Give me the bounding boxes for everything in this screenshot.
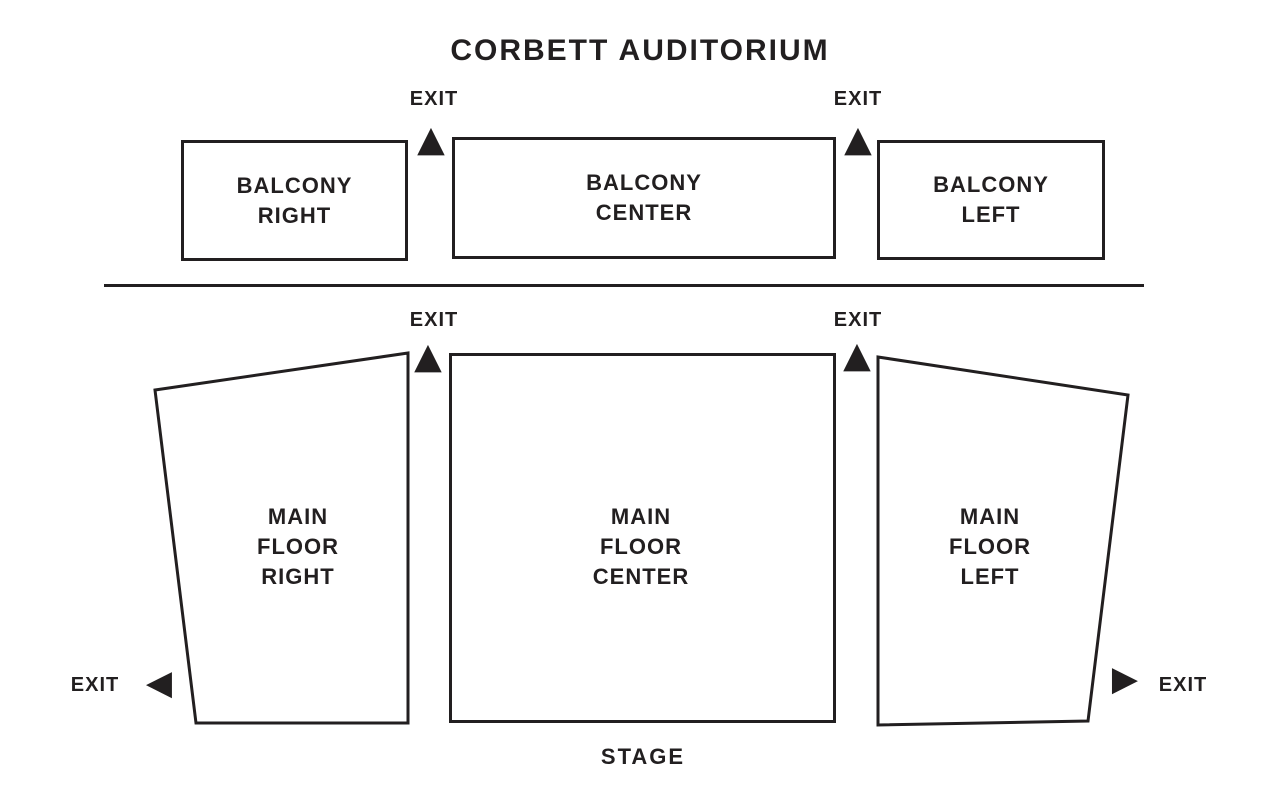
section-label-line: BALCONY (933, 172, 1049, 197)
section-label: BALCONY CENTER (586, 168, 702, 228)
exit-label-floor-left: EXIT (70, 674, 120, 696)
exit-arrow-up-icon: ▲ (843, 335, 871, 376)
stage-label: STAGE (600, 744, 686, 769)
exit-arrow-up-icon: ▲ (414, 336, 442, 377)
exit-arrow-up-icon: ▲ (417, 119, 445, 160)
section-label: BALCONY RIGHT (237, 171, 353, 231)
page-title: CORBETT AUDITORIUM (450, 34, 830, 67)
section-balcony-right: BALCONY RIGHT (181, 140, 408, 261)
main-floor-right-shape (153, 351, 410, 725)
section-label-line: BALCONY (586, 170, 702, 195)
balcony-main-floor-divider (104, 284, 1144, 287)
section-label-line: RIGHT (257, 202, 332, 228)
exit-label-balcony-screen-right: EXIT (833, 88, 883, 110)
section-label-line: LEFT (961, 202, 1021, 227)
exit-label-main-screen-right: EXIT (833, 309, 883, 331)
section-label: BALCONY LEFT (933, 170, 1049, 230)
section-label-line: FLOOR (599, 534, 682, 559)
section-label-line: BALCONY (236, 172, 353, 198)
exit-label-floor-right: EXIT (1158, 674, 1208, 696)
section-label-line: FLOOR (949, 534, 1031, 559)
section-label-line: MAIN (610, 504, 672, 529)
exit-arrow-up-icon: ▲ (844, 119, 872, 160)
section-label-line: CENTER (595, 200, 693, 225)
section-balcony-center: BALCONY CENTER (452, 137, 836, 259)
exit-label-balcony-screen-left: EXIT (409, 88, 459, 110)
section-balcony-left: BALCONY LEFT (877, 140, 1105, 260)
exit-arrow-right-icon: ▶ (1111, 659, 1139, 699)
exit-label-main-screen-left: EXIT (409, 309, 459, 331)
section-label: MAIN FLOOR CENTER (593, 502, 689, 592)
section-label-line: MAIN (959, 504, 1021, 529)
section-label-line: FLOOR (257, 534, 339, 559)
section-label: MAIN FLOOR LEFT (949, 502, 1031, 592)
section-label: MAIN FLOOR RIGHT (257, 502, 339, 592)
section-main-floor-center (449, 353, 836, 723)
section-label-line: CENTER (592, 564, 690, 589)
section-label-line: MAIN (267, 504, 329, 529)
section-label-line: RIGHT (261, 564, 335, 589)
exit-arrow-left-icon: ◀ (145, 663, 173, 703)
section-label-line: LEFT (960, 564, 1020, 589)
main-floor-left-shape (876, 355, 1130, 727)
